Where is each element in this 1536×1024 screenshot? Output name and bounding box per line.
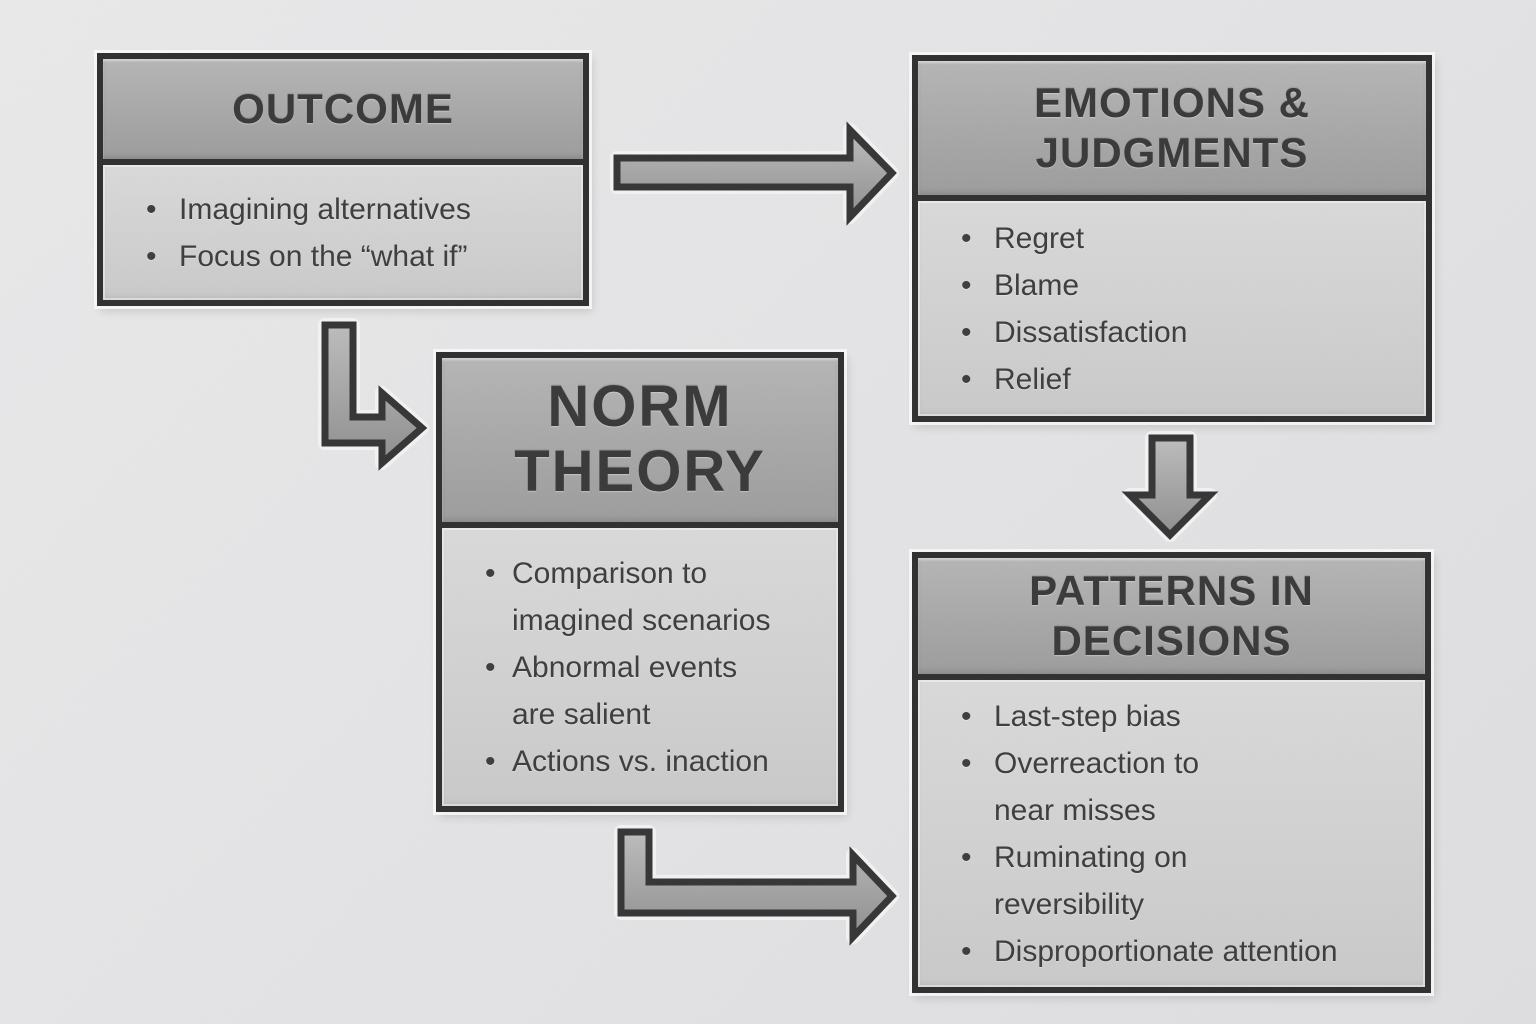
bullet-item: Ruminating on reversibility xyxy=(918,834,1407,928)
box-emotions-judgments: EMOTIONS & JUDGMENTS Regret Blame Dissat… xyxy=(912,55,1432,422)
bullet-item: Disproportionate attention xyxy=(918,928,1407,975)
bullet-list: Comparison to imagined scenarios Abnorma… xyxy=(442,550,838,785)
box-patterns-in-decisions-header: PATTERNS IN DECISIONS xyxy=(918,558,1425,680)
arrow-shape xyxy=(613,121,897,226)
box-patterns-in-decisions-body: Last-step bias Overreaction to near miss… xyxy=(918,680,1425,987)
arrow-outcome-to-emotions xyxy=(610,121,899,226)
box-outcome-title: OUTCOME xyxy=(232,85,454,133)
bullet-item: Imagining alternatives xyxy=(103,186,565,233)
arrow-shape xyxy=(321,321,428,471)
box-emotions-judgments-title: EMOTIONS & JUDGMENTS xyxy=(1033,79,1310,176)
bullet-item: Relief xyxy=(918,356,1408,403)
bullet-item: Last-step bias xyxy=(918,693,1407,740)
box-outcome-header: OUTCOME xyxy=(103,59,583,165)
arrow-shape xyxy=(1121,434,1219,540)
arrow-norm-theory-to-patterns xyxy=(614,825,899,946)
bullet-list: Last-step bias Overreaction to near miss… xyxy=(918,693,1425,975)
box-emotions-judgments-body: Regret Blame Dissatisfaction Relief xyxy=(918,201,1426,416)
box-patterns-in-decisions-title: PATTERNS IN DECISIONS xyxy=(1029,567,1314,664)
arrow-emotions-to-patterns xyxy=(1121,431,1219,542)
box-norm-theory-body: Comparison to imagined scenarios Abnorma… xyxy=(442,528,838,806)
bullet-item: Blame xyxy=(918,262,1408,309)
bullet-item: Dissatisfaction xyxy=(918,309,1408,356)
box-outcome-body: Imagining alternatives Focus on the “wha… xyxy=(103,165,583,300)
bullet-item: Actions vs. inaction xyxy=(442,738,820,785)
bullet-item: Regret xyxy=(918,215,1408,262)
box-norm-theory: NORM THEORY Comparison to imagined scena… xyxy=(436,352,844,812)
bullet-list: Imagining alternatives Focus on the “wha… xyxy=(103,186,583,280)
arrow-outcome-to-norm-theory xyxy=(318,318,429,471)
box-norm-theory-header: NORM THEORY xyxy=(442,358,838,528)
bullet-item: Overreaction to near misses xyxy=(918,740,1407,834)
box-emotions-judgments-header: EMOTIONS & JUDGMENTS xyxy=(918,61,1426,201)
box-patterns-in-decisions: PATTERNS IN DECISIONS Last-step bias Ove… xyxy=(912,552,1431,993)
bullet-list: Regret Blame Dissatisfaction Relief xyxy=(918,215,1426,403)
box-outcome: OUTCOME Imagining alternatives Focus on … xyxy=(97,53,589,306)
arrow-shape xyxy=(617,828,897,946)
box-norm-theory-title: NORM THEORY xyxy=(514,374,766,504)
bullet-item: Focus on the “what if” xyxy=(103,233,565,280)
bullet-item: Comparison to imagined scenarios xyxy=(442,550,820,644)
bullet-item: Abnormal events are salient xyxy=(442,644,820,738)
